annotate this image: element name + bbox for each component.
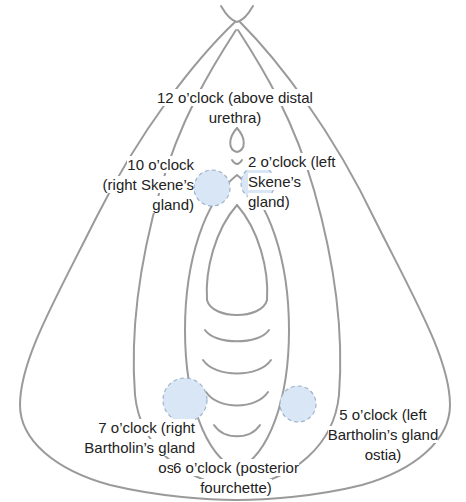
position-label-text: 10 o’clock (right Skene’s gland) [103, 156, 194, 213]
position-label-text: 5 o’clock (left Bartholin’s gland ostia) [328, 406, 439, 463]
gland-marker [163, 378, 207, 422]
rugae-fold [203, 360, 271, 374]
rugae-fold [206, 392, 268, 406]
urethral-meatus [232, 160, 242, 164]
labia-majora [20, 22, 450, 500]
position-label-text: 6 o’clock (posterior fourchette) [173, 459, 299, 496]
rugae-fold [214, 425, 260, 436]
position-label-text: 12 o’clock (above distal urethra) [157, 89, 313, 126]
hood-outline [221, 6, 253, 22]
gland-marker [280, 386, 316, 422]
position-label-text: 2 o’clock (left Skene’s gland) [248, 153, 336, 210]
clock-position-label: 5 o’clock (left Bartholin’s gland ostia) [316, 405, 450, 465]
clock-position-label: 10 o’clock (right Skene’s gland) [92, 155, 194, 215]
gland-marker [194, 170, 230, 206]
vestibule [185, 175, 289, 470]
rugae-fold [205, 330, 269, 341]
urethra [230, 128, 244, 152]
clock-position-label: 12 o’clock (above distal urethra) [130, 88, 340, 128]
introitus [207, 205, 268, 300]
clock-position-label: 2 o’clock (left Skene’s gland) [248, 152, 340, 212]
introitus [207, 300, 267, 315]
clock-position-label: 6 o’clock (posterior fourchette) [146, 458, 326, 498]
